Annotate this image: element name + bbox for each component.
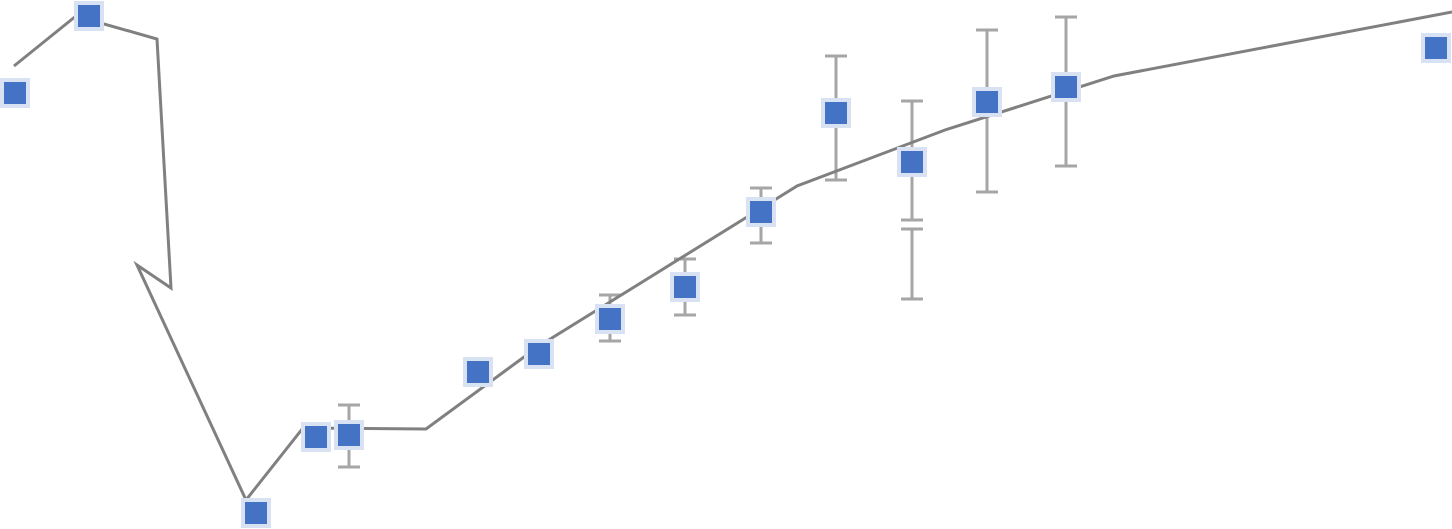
data-point	[1055, 76, 1077, 98]
data-point	[901, 151, 923, 173]
data-point	[338, 424, 360, 446]
data-point	[825, 102, 847, 124]
data-point	[78, 5, 100, 27]
data-point	[674, 276, 696, 298]
data-point	[245, 502, 267, 524]
data-point	[1425, 37, 1447, 59]
data-point	[4, 82, 26, 104]
data-point	[305, 426, 327, 448]
data-point	[467, 361, 489, 383]
data-point	[976, 91, 998, 113]
series-line	[13, 10, 1452, 503]
data-point	[528, 343, 550, 365]
data-point	[750, 201, 772, 223]
data-point	[599, 308, 621, 330]
